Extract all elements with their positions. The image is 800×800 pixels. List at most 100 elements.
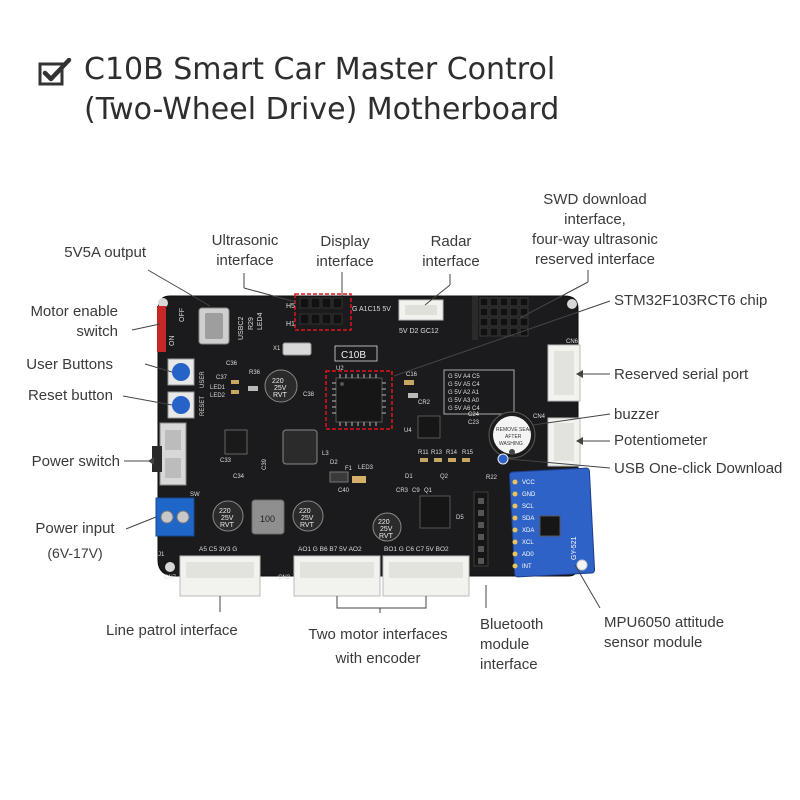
mpu-pin-label: INT: [522, 564, 532, 570]
power-switch-window: [165, 458, 181, 478]
title-line-1: C10B Smart Car Master Control: [84, 52, 556, 87]
cap-text: 220: [272, 378, 284, 385]
label-line: SWD download: [543, 191, 647, 208]
label-swd-interface: SWD download interface, four-way ultraso…: [510, 190, 680, 270]
silk-usbc2: USBC2: [238, 317, 245, 340]
smd-component: [448, 458, 456, 462]
inductor-100: [251, 499, 285, 535]
silk-led3: LED3: [358, 465, 374, 471]
user-button: [172, 363, 190, 381]
silk-l3: L3: [322, 451, 329, 457]
mounting-hole: [567, 299, 577, 309]
label-power-input: Power input (6V-17V): [22, 519, 128, 563]
motor-connector-1-inner: [300, 562, 374, 578]
label-line: STM32F103RCT6 chip: [614, 292, 768, 309]
smd-component: [248, 386, 258, 391]
label-reset-button: Reset button: [10, 386, 113, 406]
label-line: switch: [76, 323, 118, 340]
cap-text: 25V: [274, 385, 287, 392]
silk-q2: Q2: [440, 474, 449, 480]
electrolytic-capacitor: [292, 500, 324, 532]
electrolytic-capacitor: [372, 512, 402, 542]
silk-u2: U2: [336, 366, 344, 372]
label-line: four-way ultrasonic: [532, 231, 658, 248]
display-header-highlight: [294, 293, 352, 331]
mounting-hole: [165, 562, 175, 572]
motor-enable-switch: [157, 306, 166, 352]
silk-c23: C23: [468, 420, 480, 426]
label-line: with encoder: [335, 650, 421, 667]
silk-j1: J1: [158, 552, 165, 558]
u4-chip: [417, 415, 441, 439]
silk-c39: C39: [262, 458, 268, 470]
page-title: C10B Smart Car Master Control (Two-Wheel…: [38, 50, 758, 130]
silk-r22: R22: [486, 475, 498, 481]
line-patrol-connector-inner: [186, 562, 254, 578]
inductor-text: 100: [260, 514, 275, 524]
model-label: C10B: [341, 350, 366, 361]
silk-led4: LED4: [257, 312, 264, 330]
silk-u4: U4: [404, 428, 412, 434]
label-line: Reserved serial port: [614, 366, 749, 383]
label-line: USB One-click Download: [614, 460, 783, 477]
leader-arrowheads: [148, 370, 583, 465]
mpu6050-pin-labels: VCC GND SCL SDA XDA XCL AD0 INT: [522, 480, 536, 570]
silk-led2: LED2: [210, 393, 226, 399]
label-serial-port: Reserved serial port: [614, 365, 748, 385]
buzzer-text: REMOVE SEAL: [496, 427, 532, 433]
terminal-screw: [160, 510, 174, 524]
swd-silk-box: [443, 369, 515, 415]
silk-r29: R29: [248, 317, 255, 330]
stm32-pins: [332, 374, 386, 426]
silk-h5: H5: [286, 303, 295, 310]
label-display-interface: Display interface: [295, 232, 395, 272]
label-user-buttons: User Buttons: [10, 355, 113, 375]
silk-led1: LED1: [210, 385, 226, 391]
label-line: interface: [316, 253, 374, 270]
bluetooth-header: [473, 491, 489, 567]
label-line: Potentiometer: [614, 432, 708, 449]
mounting-hole: [158, 298, 168, 308]
silk-cn3: CN3: [278, 575, 291, 581]
label-line: Radar: [430, 233, 472, 250]
radar-connector-inner: [405, 305, 437, 315]
silk-d1: D1: [405, 474, 413, 480]
cap-text: 25V: [221, 515, 234, 522]
label-line: interface: [216, 252, 274, 269]
cap-text: RVT: [273, 392, 288, 399]
silk-c33: C33: [220, 458, 232, 464]
silk-r11: R11: [418, 450, 429, 456]
motor-driver-chip: [419, 495, 451, 529]
mpu-led: [576, 559, 588, 571]
swd-grid-row: G 5V A6 C4: [448, 406, 480, 412]
silk-cr2: CR2: [418, 400, 431, 406]
silk-d2: D2: [330, 460, 338, 466]
bluetooth-header-pins: [478, 498, 484, 564]
mpu6050-solder-pads: [512, 479, 518, 569]
leader-lines: [122, 269, 611, 613]
regulator-chip: [224, 429, 248, 455]
mpu-model: GY-521: [571, 536, 578, 560]
motor-connector-2-inner: [389, 562, 463, 578]
smd-component: [352, 476, 366, 483]
label-line: Power input: [35, 520, 115, 537]
power-switch-window: [165, 430, 181, 450]
cap-text: 220: [219, 508, 231, 515]
label-mpu6050: MPU6050 attitude sensor module: [604, 613, 724, 653]
silk-motor1-pins: AO1 G B6 B7 5V AO2: [298, 546, 362, 553]
cap-text: RVT: [300, 522, 315, 529]
title-line-2: (Two-Wheel Drive) Motherboard: [84, 92, 560, 127]
smd-component: [404, 380, 414, 385]
label-line: interface: [480, 656, 538, 673]
label-motor-enable-switch: Motor enable switch: [10, 302, 118, 342]
cap-text: 25V: [301, 515, 314, 522]
display-header-pins: [299, 297, 343, 325]
swd-grid-row: G 5V A2 A1: [448, 390, 480, 396]
potentiometer-connector-inner: [554, 423, 574, 461]
swd-header: [479, 297, 529, 337]
label-line: Ultrasonic: [211, 232, 279, 249]
smd-component: [434, 458, 442, 462]
label-line: User Buttons: [26, 356, 113, 373]
silk-cn6: CN6: [566, 339, 579, 345]
